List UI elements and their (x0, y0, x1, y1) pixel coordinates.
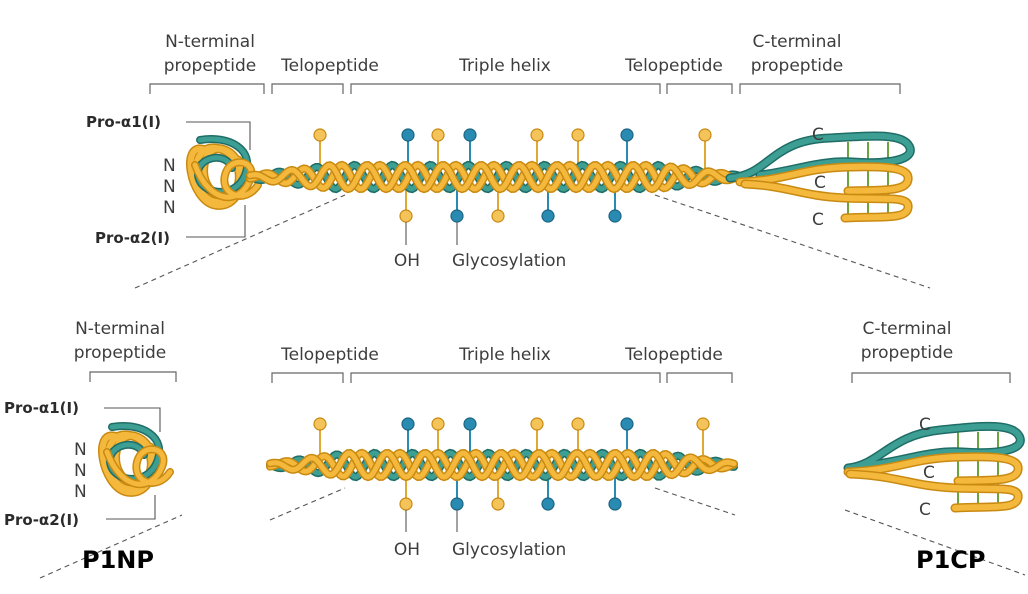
top-knob-blue-up-2 (463, 128, 477, 142)
bottom-bracket-telopeptide-left (271, 372, 344, 383)
bottom-c-terminal-label-1: C-terminal (862, 319, 951, 339)
bottom-oh-label: OH (394, 540, 420, 560)
top-knob-blue-up-3 (620, 128, 634, 142)
top-c-terminal-globule (725, 131, 915, 223)
bottom-n-label-2: N (74, 461, 87, 481)
cut-line-c-terminal (844, 509, 1026, 576)
bottom-knob-gold-up-3 (530, 417, 544, 431)
top-c-terminal-label-2: propeptide (751, 56, 844, 76)
bottom-pro-alpha1-label: Pro-α1(I) (4, 399, 79, 417)
bottom-knob-gold-down-2 (491, 497, 505, 511)
top-knob-gold-down-1 (399, 209, 413, 223)
top-telopeptide-left-label: Telopeptide (280, 56, 379, 76)
cut-line-n-terminal (39, 514, 183, 579)
p1np-label: P1NP (82, 546, 154, 574)
top-n-label-1: N (163, 156, 176, 176)
bottom-pro-alpha1-leader (104, 407, 161, 432)
bottom-triple-helix-label: Triple helix (458, 345, 551, 365)
bottom-helix-strand-gold-a (267, 450, 737, 480)
bottom-telopeptide-left-label: Telopeptide (280, 345, 379, 365)
bottom-knob-gold-down-1 (399, 497, 413, 511)
bottom-bracket-c-terminal (851, 372, 1011, 383)
top-knob-blue-down-1 (450, 209, 464, 223)
top-bracket-telopeptide-right (666, 83, 733, 94)
top-n-terminal-label-2: propeptide (164, 56, 257, 76)
top-pro-alpha2-leader (186, 205, 246, 238)
bottom-c-label-3: C (919, 500, 931, 520)
bottom-knob-blue-up-1 (401, 417, 415, 431)
top-pro-alpha1-leader (186, 121, 251, 150)
bottom-glycosylation-label: Glycosylation (452, 540, 566, 560)
bottom-knob-gold-up-5 (696, 417, 710, 431)
top-telopeptide-right-label: Telopeptide (624, 56, 723, 76)
bottom-pro-alpha2-leader (106, 495, 156, 520)
bottom-knob-blue-up-2 (463, 417, 477, 431)
bottom-knob-blue-down-3 (608, 497, 622, 511)
top-c-label-2: C (814, 173, 826, 193)
top-oh-label: OH (394, 251, 420, 271)
bottom-knob-gold-up-2 (431, 417, 445, 431)
top-knob-gold-up-3 (530, 128, 544, 142)
bottom-c-terminal-label-2: propeptide (861, 343, 954, 363)
top-knob-gold-up-5 (698, 128, 712, 142)
top-c-label-3: C (812, 210, 824, 230)
top-pro-alpha1-label: Pro-α1(I) (86, 113, 161, 131)
top-triple-helix (246, 160, 744, 194)
bottom-n-terminal-globule (98, 422, 174, 497)
top-helix-strand-gold-b (247, 162, 743, 192)
bottom-n-label-1: N (74, 440, 87, 460)
top-c-terminal-label-1: C-terminal (752, 32, 841, 52)
bottom-helix-strand-gold-b (267, 450, 737, 480)
top-knob-gold-up-4 (571, 128, 585, 142)
top-bracket-triple-helix (350, 83, 661, 94)
bottom-bracket-telopeptide-right (666, 372, 733, 383)
top-n-label-2: N (163, 177, 176, 197)
top-bracket-n-terminal (149, 83, 265, 94)
bottom-n-terminal-label-1: N-terminal (75, 319, 165, 339)
top-triple-helix-label: Triple helix (458, 56, 551, 76)
top-c-label-1: C (812, 125, 824, 145)
zoom-line-left (134, 194, 346, 289)
bottom-pro-alpha2-label: Pro-α2(I) (4, 511, 79, 529)
top-glycosylation-label: Glycosylation (452, 251, 566, 271)
bottom-knob-blue-down-2 (541, 497, 555, 511)
top-knob-gold-up-1 (313, 128, 327, 142)
cut-line-helix-right (654, 487, 736, 516)
top-knob-blue-down-2 (541, 209, 555, 223)
bottom-knob-gold-up-4 (571, 417, 585, 431)
bottom-triple-helix (266, 448, 738, 482)
bottom-knob-gold-up-1 (313, 417, 327, 431)
top-helix-knobs (313, 128, 712, 223)
top-n-label-3: N (163, 198, 176, 218)
top-knob-blue-down-3 (608, 209, 622, 223)
top-bracket-c-terminal (739, 83, 901, 94)
top-knob-gold-up-2 (431, 128, 445, 142)
p1cp-label: P1CP (916, 546, 986, 574)
bottom-c-label-2: C (923, 463, 935, 483)
bottom-knob-blue-down-1 (450, 497, 464, 511)
zoom-line-right (654, 194, 931, 289)
top-bracket-telopeptide-left (271, 83, 344, 94)
bottom-n-label-3: N (74, 482, 87, 502)
top-knob-blue-up-1 (401, 128, 415, 142)
top-knob-gold-down-2 (491, 209, 505, 223)
bottom-knob-blue-up-3 (620, 417, 634, 431)
top-n-terminal-globule (186, 135, 262, 210)
bottom-c-terminal-globule (843, 421, 1025, 513)
cut-line-helix-left (269, 487, 346, 521)
bottom-bracket-n-terminal (89, 371, 177, 382)
top-pro-alpha2-label: Pro-α2(I) (95, 229, 170, 247)
bottom-bracket-triple-helix (350, 372, 661, 383)
top-n-terminal-label-1: N-terminal (165, 32, 255, 52)
bottom-telopeptide-right-label: Telopeptide (624, 345, 723, 365)
bottom-n-terminal-label-2: propeptide (74, 343, 167, 363)
bottom-c-label-1: C (919, 415, 931, 435)
